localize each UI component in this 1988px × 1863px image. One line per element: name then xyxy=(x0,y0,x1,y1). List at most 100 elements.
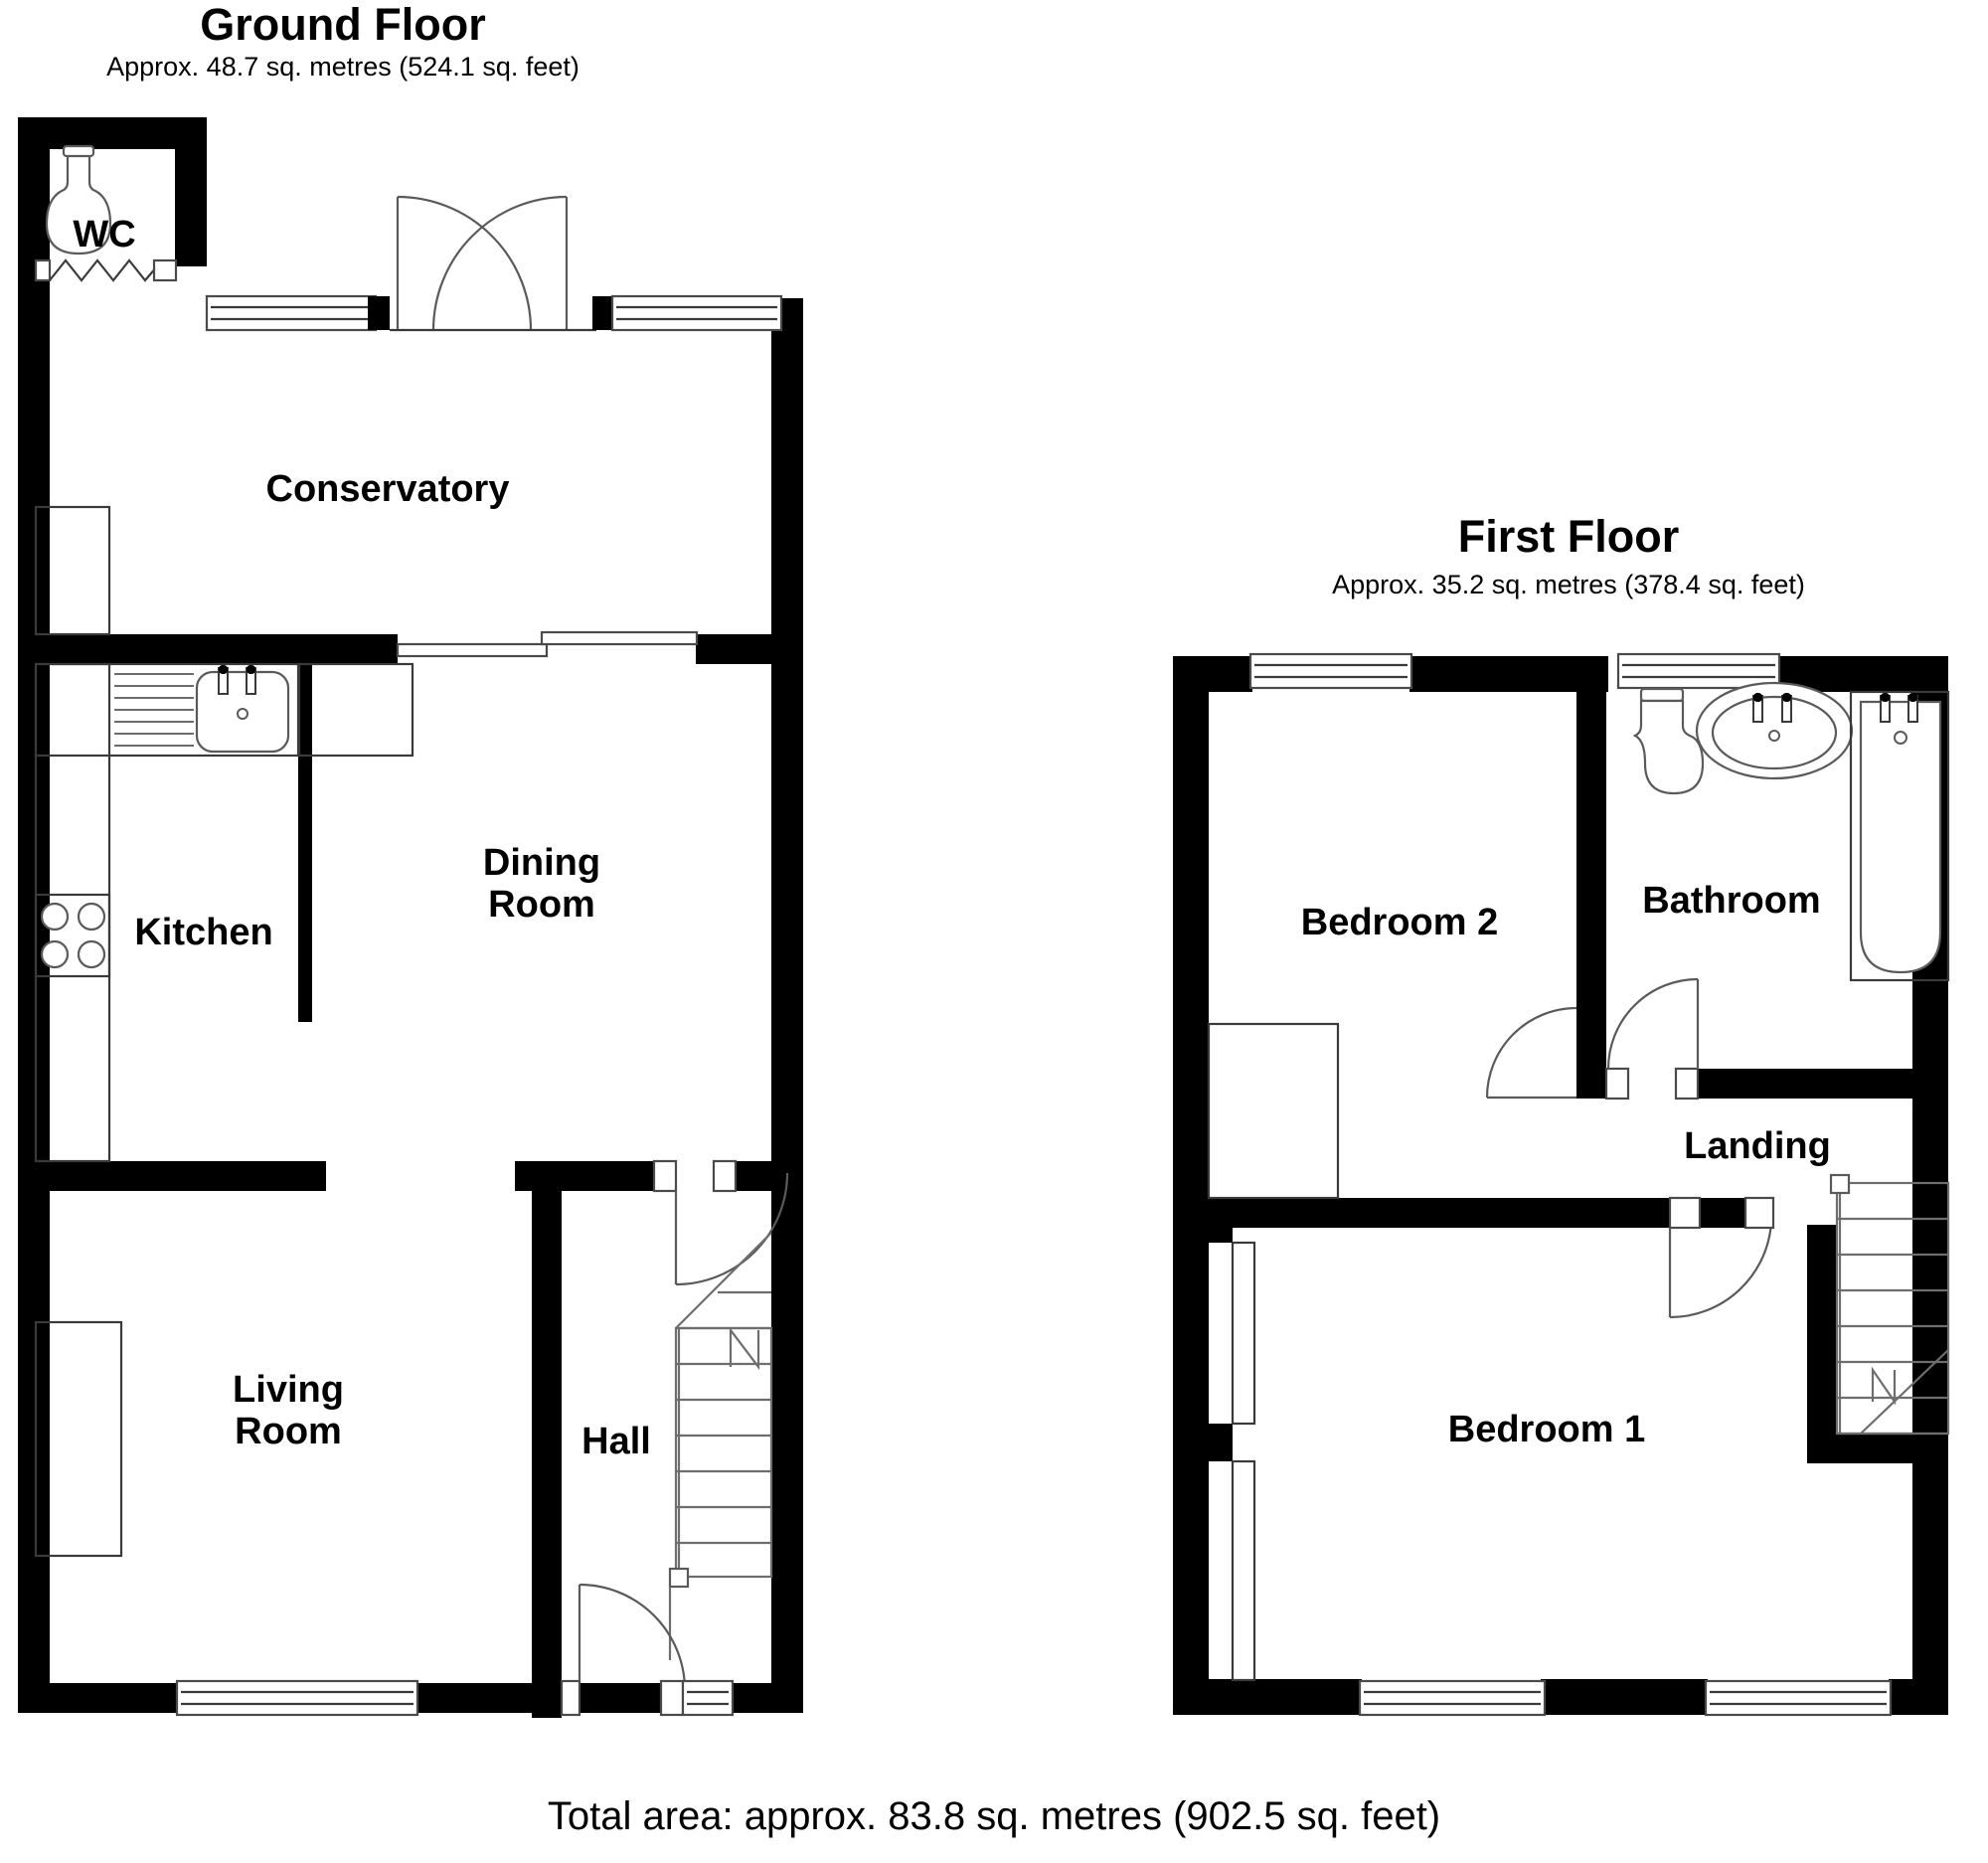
ff-wall-top-right xyxy=(1779,656,1948,692)
stair-diagonal xyxy=(675,1232,772,1329)
bathroom-cistern xyxy=(1639,687,1685,703)
sliding-panel-b xyxy=(540,630,699,646)
ff-wall-bottom-mid xyxy=(1541,1679,1708,1715)
ff-wall-bath-landing xyxy=(1698,1069,1948,1099)
toilet-icon xyxy=(45,147,112,255)
door-jamb-bathroom-right xyxy=(1674,1067,1700,1101)
door-swing-bedroom1 xyxy=(1669,1221,1773,1319)
front-door-jamb-left xyxy=(560,1679,581,1717)
bedroom-2-room: Bedroom 2 xyxy=(1207,902,1498,1200)
first-floor-windows xyxy=(1248,652,1893,1717)
room-label-bedroom-2: Bedroom 2 xyxy=(1301,902,1498,943)
room-label-living-line2: Room xyxy=(235,1411,342,1452)
wall-kitchen-dining xyxy=(298,634,312,1022)
wall-conservatory-right xyxy=(771,298,803,656)
wall-kitchen-living xyxy=(18,1161,326,1191)
wc-room: WC xyxy=(34,144,178,282)
window-bedroom1-bottom-right xyxy=(1704,1679,1893,1717)
bedroom1-recess-lower xyxy=(1231,1459,1256,1682)
window-frame-1 xyxy=(205,294,378,332)
french-doors-conservatory xyxy=(390,195,596,332)
wall-bottom-right xyxy=(731,1683,803,1713)
wc-folding-door-icon xyxy=(34,258,178,282)
room-label-conservatory: Conservatory xyxy=(266,468,510,510)
door-bedroom-1 xyxy=(1668,1196,1775,1319)
wall-living-hall xyxy=(532,1161,562,1718)
room-label-living-line1: Living xyxy=(233,1369,344,1411)
first-floor-staircase-icon xyxy=(1829,1173,1950,1436)
first-floor-header: First Floor Approx. 35.2 sq. metres (378… xyxy=(1332,511,1805,599)
ff-window-frame-3 xyxy=(1358,1679,1547,1717)
first-floor-area-label: Approx. 35.2 sq. metres (378.4 sq. feet) xyxy=(1332,570,1805,599)
conservatory-side-panel xyxy=(34,505,111,636)
ff-wall-top-left xyxy=(1173,656,1252,692)
door-jamb-bedroom1-right xyxy=(1743,1196,1775,1230)
hob-ring-4 xyxy=(77,939,106,969)
room-label-wc: WC xyxy=(73,214,135,255)
window-conservatory-left xyxy=(205,294,390,332)
living-room: Living Room xyxy=(34,1320,419,1717)
kitchen-room: Kitchen xyxy=(34,662,414,1163)
hall-room: Hall xyxy=(560,1232,773,1717)
sink-bowl xyxy=(195,670,290,754)
conservatory-openings: Conservatory xyxy=(34,195,783,636)
hob-ring-2 xyxy=(77,902,106,932)
ff-window-frame-1 xyxy=(1248,652,1413,690)
window-frame-2 xyxy=(610,294,783,332)
window-bedroom1-bottom-left xyxy=(1358,1679,1547,1717)
bath-tap-head-hot xyxy=(1881,693,1890,702)
kitchen-sink-icon xyxy=(195,665,290,754)
bedroom1-recess-upper xyxy=(1231,1241,1256,1426)
wc-door-jamb-right xyxy=(152,258,178,282)
sink-tap-head-hot xyxy=(219,665,228,674)
door-bathroom xyxy=(1604,977,1700,1101)
ff-stair-newel-post xyxy=(1829,1173,1851,1195)
window-jamb-2 xyxy=(592,296,614,330)
bathroom-bath-icon xyxy=(1849,690,1950,982)
door-swing-bedroom2 xyxy=(1485,1006,1577,1099)
conservatory-dining-opening xyxy=(396,630,699,658)
ff-wall-left-exterior xyxy=(1173,656,1209,1715)
room-label-bedroom-1: Bedroom 1 xyxy=(1448,1409,1645,1450)
bedroom2-cupboard xyxy=(1207,1022,1340,1200)
window-jamb-1 xyxy=(368,296,390,330)
door-swing-dining-hall xyxy=(675,1172,789,1286)
living-room-recess xyxy=(34,1320,123,1558)
sliding-panel-a xyxy=(396,642,549,658)
front-door-swing xyxy=(579,1583,687,1691)
french-door-swing-right xyxy=(431,195,568,331)
sink-plughole xyxy=(237,708,248,720)
front-door-jamb-right xyxy=(659,1679,685,1717)
ff-wall-bed1-jamb-mid2 xyxy=(1173,1424,1233,1461)
bathroom-room: Bathroom xyxy=(1632,681,1950,982)
ff-wall-stairwell-left xyxy=(1807,1225,1837,1463)
wall-wc-right xyxy=(175,117,207,266)
ff-wall-bed1-jamb-top xyxy=(1209,1225,1233,1243)
wc-door-jamb-left xyxy=(34,258,52,282)
hob-ring-1 xyxy=(40,902,70,932)
first-floor-title: First Floor xyxy=(1458,511,1680,562)
ff-wall-stairwell-bottom xyxy=(1807,1434,1948,1463)
wall-dining-hall-top-right xyxy=(736,1161,771,1191)
door-dining-hall xyxy=(652,1159,789,1286)
ground-floor-title: Ground Floor xyxy=(200,0,485,50)
bath-tap-head-cold xyxy=(1908,693,1917,702)
door-jamb-dining-hall-right xyxy=(712,1159,738,1193)
ff-stair-direction-arrow xyxy=(1871,1366,1897,1406)
ff-wall-bottom-left xyxy=(1173,1679,1362,1715)
ff-wall-bed2-bed1 xyxy=(1173,1198,1670,1228)
door-jamb-bathroom-left xyxy=(1604,1067,1630,1101)
window-hall xyxy=(681,1679,735,1717)
ff-wall-bed1-landing-stub xyxy=(1700,1198,1745,1228)
hob-outline xyxy=(34,893,111,978)
room-label-landing: Landing xyxy=(1684,1125,1831,1167)
basin-tap-head-hot xyxy=(1753,693,1762,702)
window-bathroom-top xyxy=(1616,652,1781,690)
dining-room: Dining Room xyxy=(483,842,789,1286)
front-door xyxy=(560,1583,687,1717)
wall-bottom-mid xyxy=(417,1683,562,1713)
room-label-dining-line1: Dining xyxy=(483,842,600,884)
ff-stair-diagonal xyxy=(1860,1349,1949,1435)
window-bedroom2-top xyxy=(1248,652,1413,690)
